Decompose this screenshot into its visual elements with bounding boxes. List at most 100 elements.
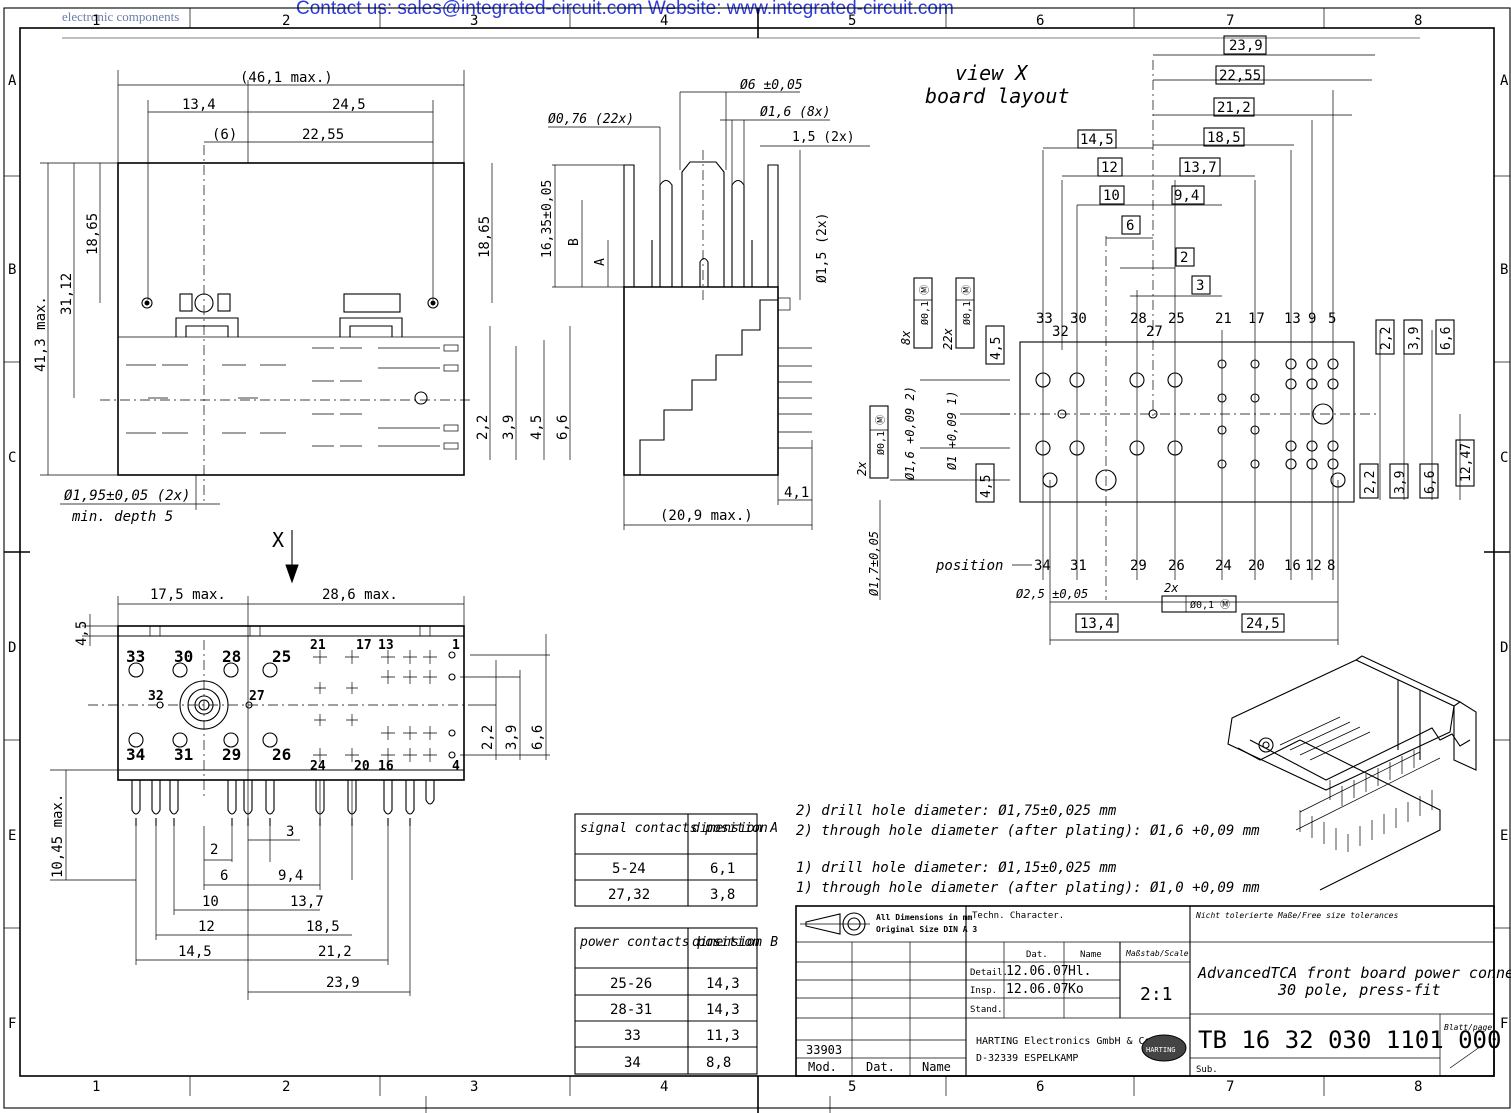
tb-detail-label: Detail. — [970, 968, 1008, 978]
pos-27: 27 — [1146, 324, 1163, 340]
tb-detail-date: 12.06.07 — [1006, 964, 1069, 979]
pos-8: 8 — [1327, 558, 1335, 574]
frame-col-3-bottom: 3 — [470, 1079, 478, 1095]
dim-13-4-b: 13,4 — [1080, 616, 1114, 632]
dim-31-12: 31,12 — [59, 273, 75, 315]
dim-41-3-max: 41,3 max. — [33, 296, 49, 372]
tb-mod-dat: Dat. — [866, 1060, 895, 1074]
fpin-20: 20 — [354, 759, 370, 774]
tb-insp-name: Ko — [1068, 982, 1084, 997]
signal-header-dimension: dimension A — [692, 821, 778, 836]
dim-13-4: 13,4 — [182, 97, 216, 113]
pos-33: 33 — [1036, 311, 1053, 327]
dim-6-6-c: 6,6 — [1423, 471, 1438, 494]
pos-20: 20 — [1248, 558, 1265, 574]
fpin-32: 32 — [148, 689, 164, 704]
power-row-3-position: 33 — [624, 1028, 641, 1044]
frame-row-e: E — [8, 828, 16, 844]
board-layout-view: view X board layout — [855, 35, 1475, 645]
fpin-31: 31 — [174, 745, 193, 764]
dim-4-5-bot: 4,5 — [979, 475, 994, 498]
signal-row-1-position: 5-24 — [612, 861, 646, 877]
dim-phi1-6: Ø1,6 (8x) — [760, 105, 830, 120]
frame-col-4-bottom: 4 — [660, 1079, 668, 1095]
drilling-notes: 2) drill hole diameter: Ø1,75±0,025 mm 2… — [796, 803, 1260, 896]
side-view: Ø6 ±0,05 Ø1,6 (8x) 1,5 (2x) Ø0,76 (22x) … — [540, 78, 870, 530]
ldim-6: 6 — [220, 868, 228, 884]
dim-23-9: 23,9 — [1229, 38, 1263, 54]
frame-col-6: 6 — [1036, 13, 1044, 29]
tb-insp-date: 12.06.07 — [1006, 982, 1069, 997]
power-contacts-table: power contacts position dimension B 25-2… — [574, 927, 778, 1075]
note-1-through: 1) through hole diameter (after plating)… — [796, 880, 1260, 896]
projection-symbol-icon — [800, 912, 870, 936]
pos-12: 12 — [1305, 558, 1322, 574]
power-row-1-position: 25-26 — [610, 976, 652, 992]
tb-doc-number: TB 16 32 030 1101 000 — [1198, 1026, 1501, 1054]
dim-phi0-76: Ø0,76 (22x) — [548, 112, 634, 127]
ldim-12: 12 — [198, 919, 215, 935]
frame-row-c-right: C — [1500, 450, 1508, 466]
ldim-3: 3 — [286, 824, 294, 840]
fpin-17: 17 — [356, 638, 372, 653]
note-1-drill: 1) drill hole diameter: Ø1,15±0,025 mm — [796, 860, 1117, 876]
tb-dims-note1: All Dimensions in mm — [876, 912, 973, 922]
view-x-marker: X — [272, 528, 284, 552]
tb-dat-header: Dat. — [1026, 950, 1048, 960]
power-row-4-position: 34 — [624, 1055, 641, 1071]
dim-3-9: 3,9 — [501, 415, 517, 440]
dim-10-45-max: 10,45 max. — [50, 794, 66, 878]
ldim-13-7: 13,7 — [290, 894, 324, 910]
signal-header-position: signal contacts position — [580, 821, 768, 836]
dim-12: 12 — [1101, 160, 1118, 176]
front-signal-pins — [313, 650, 437, 890]
tol-frame-4: Ø0,1 Ⓜ — [1190, 599, 1230, 611]
dim-18-65-right: 18,65 — [477, 216, 493, 258]
frame-row-e-right: E — [1500, 828, 1508, 844]
dim-24-5: 24,5 — [332, 97, 366, 113]
frame-col-5-bottom: 5 — [848, 1079, 856, 1095]
tol-8x: 8x — [899, 330, 913, 345]
dim-6-6-b: 6,6 — [1439, 327, 1454, 350]
hole-note: Ø1,95±0,05 (2x) — [64, 488, 190, 504]
tb-description-2: 30 pole, press-fit — [1277, 981, 1441, 999]
ldim-9-4: 9,4 — [278, 868, 303, 884]
frame-row-b: B — [8, 262, 16, 278]
dim-20-9: (20,9 max.) — [660, 508, 753, 524]
frame-col-6-bottom: 6 — [1036, 1079, 1044, 1095]
contact-link[interactable]: Contact us: sales@integrated-circuit.com… — [296, 0, 954, 19]
dim-2-2-front: 2,2 — [480, 725, 496, 750]
tolerance-frames: 8x Ø0,1 Ⓜ 22x Ø0,1 Ⓜ 2x Ø0,1 Ⓜ Ø1,6 +0,0… — [855, 277, 1237, 613]
dim-16-35: 16,35±0,05 — [540, 180, 555, 258]
dim-b: B — [567, 238, 582, 246]
fpin-30: 30 — [174, 647, 193, 666]
pos-21: 21 — [1215, 311, 1232, 327]
fpin-16: 16 — [378, 759, 394, 774]
dim-2-b: 2 — [1180, 250, 1188, 266]
note-phi2-5: Ø2,5 ±0,05 — [1016, 587, 1088, 601]
pos-31: 31 — [1070, 558, 1087, 574]
note-2-drill: 2) drill hole diameter: Ø1,75±0,025 mm — [796, 803, 1117, 819]
frame-row-d: D — [8, 640, 16, 656]
pos-24: 24 — [1215, 558, 1232, 574]
position-label: position — [935, 558, 1003, 574]
ldim-21-2: 21,2 — [318, 944, 352, 960]
dim-9-4: 9,4 — [1174, 188, 1199, 204]
position-labels-bottom: position 34 31 29 26 24 20 16 12 8 — [935, 558, 1335, 574]
dim-6-6: 6,6 — [555, 415, 571, 440]
ldim-23-9: 23,9 — [326, 975, 360, 991]
top-view: (46,1 max.) 13,4 24,5 (6) 22,55 18,65 31… — [33, 70, 571, 584]
front-view: 33 30 28 25 21 17 13 1 32 27 34 31 29 26… — [50, 587, 550, 1000]
fpin-13: 13 — [378, 638, 394, 653]
fpin-33: 33 — [126, 647, 145, 666]
signal-row-2-position: 27,32 — [608, 887, 650, 903]
note-phi1-6: Ø1,6 +0,09 2) — [903, 386, 917, 480]
frame-col-1: 1 — [92, 13, 100, 29]
tb-mod: Mod. — [808, 1060, 837, 1074]
pos-5: 5 — [1328, 311, 1336, 327]
dim-2-2-c: 2,2 — [1363, 471, 1378, 494]
dim-14-5: 14,5 — [1080, 132, 1114, 148]
front-pin-labels: 33 30 28 25 21 17 13 1 32 27 34 31 29 26… — [126, 638, 460, 774]
tb-company-1: HARTING Electronics GmbH & Co. KG — [976, 1036, 1175, 1047]
tb-stand-label: Stand. — [970, 1005, 1003, 1015]
